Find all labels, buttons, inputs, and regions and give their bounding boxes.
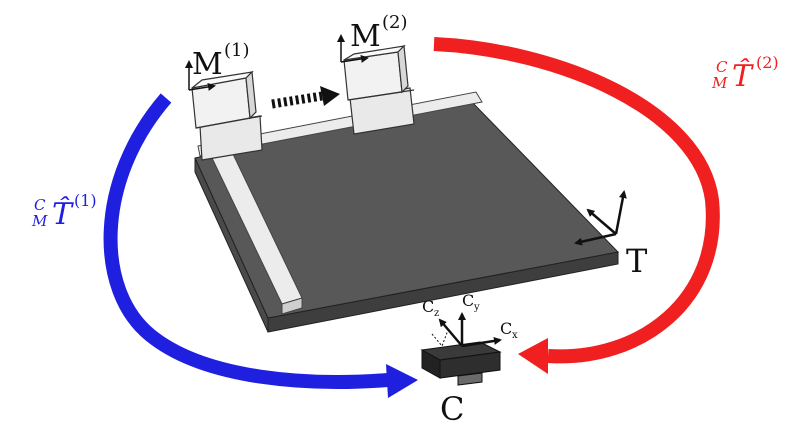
transform1-sup: (1) xyxy=(74,191,97,210)
target-frame xyxy=(574,190,627,246)
marker2-frame xyxy=(337,34,369,63)
cx-label: C xyxy=(500,319,512,338)
marker2-label: M (2) xyxy=(350,12,408,54)
camera-axis-labels: C z C y C x xyxy=(422,291,518,341)
motion-arrow xyxy=(271,86,340,109)
transform2-label: C M T̂ (2) xyxy=(711,53,779,94)
marker-block-2 xyxy=(343,44,415,135)
transform1-pre-sup: C xyxy=(34,196,46,214)
transform1-base: T̂ xyxy=(52,197,74,232)
cz-label: C xyxy=(422,297,434,316)
marker2-sup: (2) xyxy=(382,12,408,33)
marker1-frame xyxy=(185,60,216,91)
cy-label: C xyxy=(462,291,474,310)
transform2-base: T̂ xyxy=(732,59,754,94)
marker1-label: M (1) xyxy=(192,40,250,82)
transform1-label: C M T̂ (1) xyxy=(31,191,97,232)
transform2-pre-sup: C xyxy=(716,58,728,76)
marker1-sup: (1) xyxy=(224,40,250,61)
left-rail-end xyxy=(281,297,303,315)
target-label: T xyxy=(626,242,648,280)
red-transform-arrow xyxy=(433,37,720,374)
cy-sub: y xyxy=(473,302,480,313)
camera-label: C xyxy=(440,390,464,428)
cz-sub: z xyxy=(434,308,439,319)
transform2-sup: (2) xyxy=(756,53,779,72)
camera-frame xyxy=(431,312,502,348)
transform1-pre-sub: M xyxy=(31,212,48,230)
marker2-base: M xyxy=(350,19,381,54)
cx-sub: x xyxy=(512,330,518,341)
camera xyxy=(420,341,502,386)
blue-transform-arrow xyxy=(103,93,418,398)
transform2-pre-sub: M xyxy=(711,74,728,92)
marker1-base: M xyxy=(192,47,223,82)
marker-block-1 xyxy=(191,70,263,161)
